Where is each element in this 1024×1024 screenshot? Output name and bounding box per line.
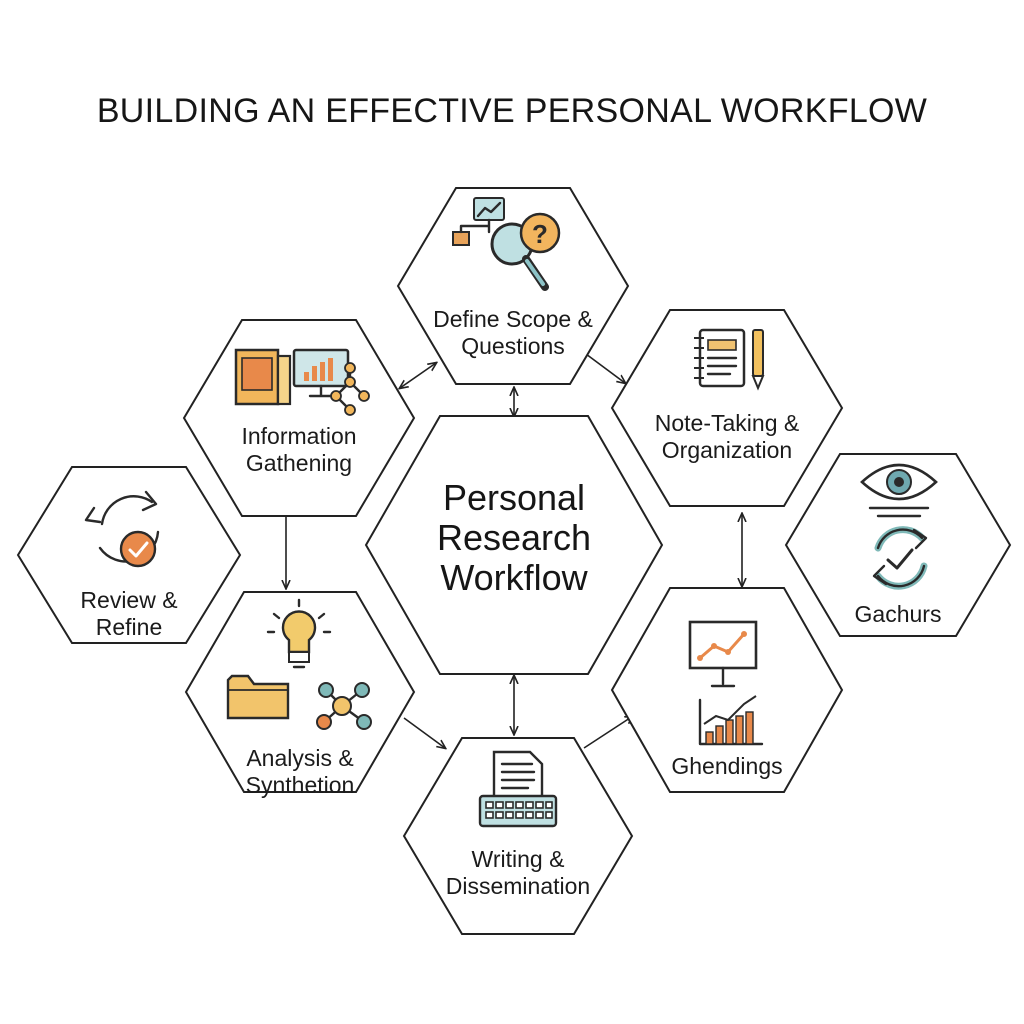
label-analysis-synthetion: Analysis & Synthetion — [200, 745, 400, 799]
refresh-check-icon — [872, 526, 928, 590]
network-icon — [330, 362, 370, 416]
svg-text:?: ? — [532, 219, 548, 249]
pen-icon — [751, 329, 765, 391]
monitor-chart-icon — [292, 348, 350, 398]
label-review-refine: Review & Refine — [39, 587, 219, 641]
diagram-title: BUILDING AN EFFECTIVE PERSONAL WORKFLOW — [96, 92, 928, 130]
label-line: Review & — [80, 587, 178, 613]
label-line: Gachurs — [854, 601, 942, 627]
hex-center — [364, 415, 664, 675]
keyboard-icon — [478, 794, 558, 828]
hex-ghendings — [610, 587, 844, 793]
center-label-line: Workflow — [440, 557, 588, 598]
label-define-scope: Define Scope & Questions — [413, 306, 613, 360]
label-ghendings: Ghendings — [627, 753, 827, 780]
label-note-taking: Note-Taking & Organization — [627, 410, 827, 464]
label-line: Questions — [461, 333, 565, 359]
connectors — [286, 353, 742, 749]
notebook-icon — [694, 328, 746, 388]
label-line: Note-Taking & — [654, 410, 800, 436]
label-information-gathening: Information Gathening — [199, 423, 399, 477]
hex-gachurs — [784, 453, 1012, 637]
hex-note — [610, 309, 844, 507]
connector-define-note — [585, 353, 625, 383]
label-line: Analysis & — [246, 745, 354, 771]
label-line: Writing & — [471, 846, 565, 872]
label-line: Dissemination — [445, 873, 591, 899]
folder-icon — [226, 674, 290, 720]
label-line: Synthetion — [245, 772, 355, 798]
label-writing-dissemination: Writing & Dissemination — [418, 846, 618, 900]
label-gachurs: Gachurs — [818, 601, 978, 628]
flowchart-icon — [452, 197, 505, 246]
label-line: Organization — [661, 437, 793, 463]
hex-analysis — [184, 591, 416, 793]
books-icon — [234, 348, 292, 406]
label-line: Gathening — [245, 450, 353, 476]
center-label: Personal Research Workflow — [416, 478, 612, 598]
hex-writing — [402, 737, 634, 935]
question-icon: ? — [519, 212, 561, 254]
presentation-chart-icon — [688, 620, 758, 688]
connector-analysis-writing — [403, 717, 445, 748]
label-line: Ghendings — [671, 753, 783, 779]
connector-info-define — [400, 363, 436, 388]
document-icon — [492, 750, 544, 802]
label-line: Information — [241, 423, 357, 449]
center-label-line: Research — [436, 517, 592, 558]
eye-icon — [860, 463, 938, 518]
bar-chart-icon — [698, 695, 764, 746]
lightbulb-icon — [266, 598, 332, 669]
connector-writing-ghendings — [583, 716, 633, 749]
label-line: Define Scope & — [433, 306, 593, 332]
check-badge-icon — [119, 530, 157, 568]
molecule-icon — [316, 682, 372, 730]
center-label-line: Personal — [442, 477, 586, 518]
label-line: Refine — [95, 614, 163, 640]
